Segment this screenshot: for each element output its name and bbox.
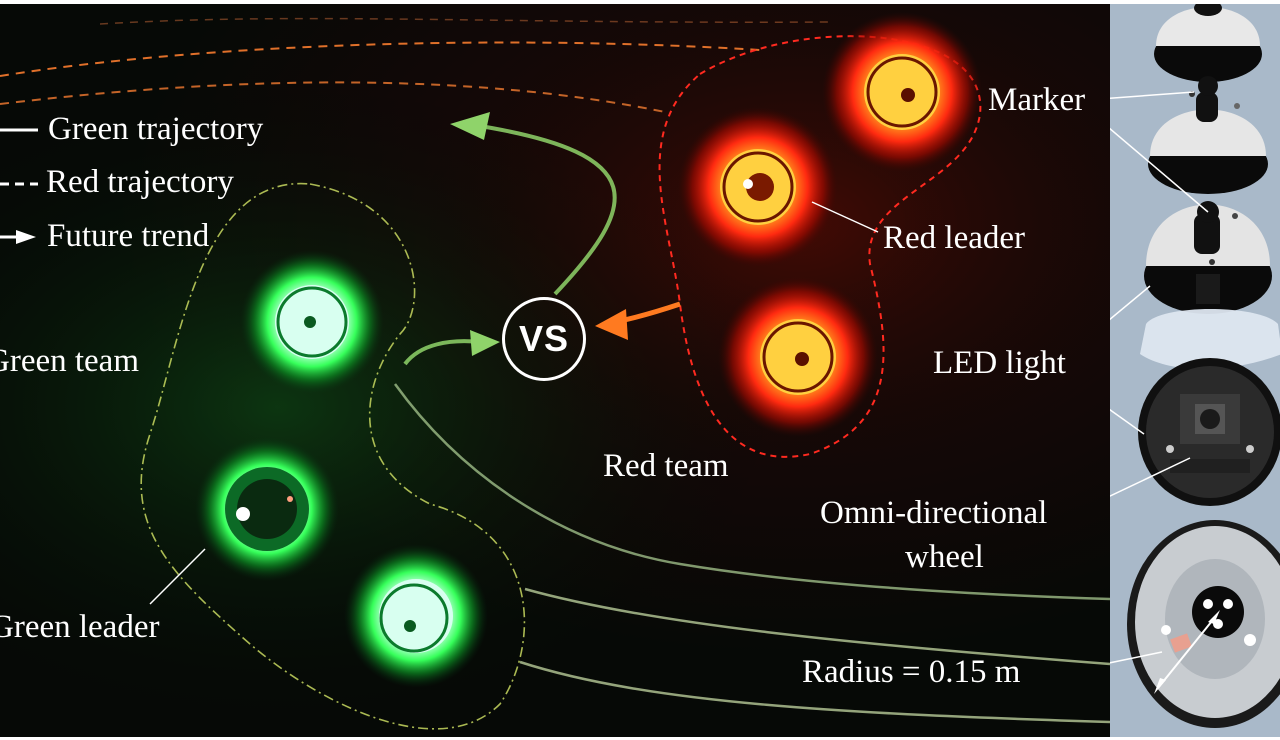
omni-wheel-label-line2: wheel xyxy=(905,539,984,575)
future-trend-green-arrowhead-vs xyxy=(470,330,500,356)
red-trajectory-3 xyxy=(99,17,831,25)
red-trajectory-1 xyxy=(0,41,761,77)
legend-green-trajectory: Green trajectory xyxy=(48,111,264,147)
radius-pointer xyxy=(1110,651,1163,664)
led-light-pointer-2 xyxy=(1110,408,1145,435)
green-trajectory-3 xyxy=(519,660,1110,724)
arena-photo: Green trajectory Red trajectory Future t… xyxy=(0,4,1110,737)
green-team-label: Green team xyxy=(0,343,139,379)
marker-pointer-1 xyxy=(1110,91,1195,100)
legend-future-trend: Future trend xyxy=(47,218,210,254)
red-leader-label: Red leader xyxy=(883,220,1026,256)
legend-red-trajectory: Red trajectory xyxy=(46,164,234,200)
green-leader-label: Green leader xyxy=(0,609,160,645)
robot-anatomy-graphics xyxy=(1110,4,1280,737)
future-trend-red-arrowhead xyxy=(595,309,628,340)
robot-top-view-2 xyxy=(1148,76,1268,194)
green-trajectory-2 xyxy=(524,587,1110,666)
future-trend-green-arrowhead-top xyxy=(450,112,490,140)
robot-bottom-view xyxy=(1127,520,1280,728)
radius-label: Radius = 0.15 m xyxy=(802,654,1021,690)
green-robot-1 xyxy=(240,250,384,394)
red-team-label: Red team xyxy=(603,448,729,484)
omni-wheel-label-line1: Omni-directional xyxy=(820,495,1048,531)
red-leader-robot xyxy=(678,107,838,267)
red-trajectory-2 xyxy=(0,81,666,113)
led-light-label: LED light xyxy=(933,345,1066,381)
green-trajectory-1 xyxy=(393,383,1110,601)
future-trend-green-arrow-top xyxy=(479,124,617,296)
robot-top-view-1 xyxy=(1154,4,1262,82)
led-light-diffuser xyxy=(1140,309,1280,369)
vs-badge: VS xyxy=(502,297,586,381)
red-robot-1 xyxy=(822,12,982,172)
green-leader-pointer xyxy=(149,548,206,605)
robot-anatomy-panel xyxy=(1110,4,1280,737)
legend-arrowhead xyxy=(16,230,36,244)
red-leader-pointer xyxy=(811,201,879,233)
marker-label: Marker xyxy=(988,82,1086,118)
robot-top-view-3 xyxy=(1144,201,1272,314)
green-robot-3 xyxy=(344,544,488,688)
red-robot-3 xyxy=(718,277,878,437)
marker-pointer-2 xyxy=(1110,127,1209,213)
green-team-boundary xyxy=(140,183,526,730)
robot-internals xyxy=(1138,358,1280,506)
omni-wheel-pointer xyxy=(1110,457,1191,497)
led-light-pointer xyxy=(1110,285,1151,321)
green-leader-robot xyxy=(195,437,339,581)
